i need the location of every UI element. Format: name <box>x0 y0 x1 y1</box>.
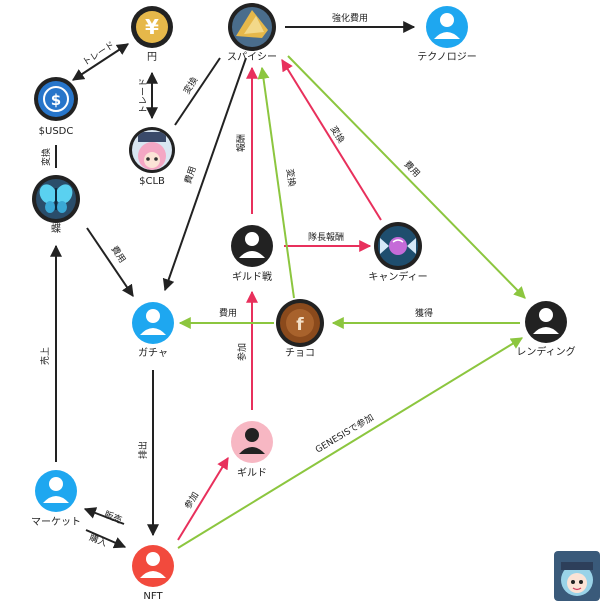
svg-text:$: $ <box>51 91 61 109</box>
edge-label-guild-candy: 隊長報酬 <box>308 231 344 243</box>
edge-label-yen-clb: トレード <box>139 78 149 114</box>
node-clb[interactable]: $CLB <box>129 127 175 187</box>
edge-candy-spicy <box>281 58 382 221</box>
edge-nft-market <box>85 529 127 549</box>
edge-label-lending-choco: 獲得 <box>415 307 433 319</box>
svg-text:¥: ¥ <box>145 15 159 39</box>
edge-market-nft <box>83 507 125 525</box>
edge-clb-spicy <box>174 57 221 126</box>
node-label-technology: テクノロジー <box>417 51 476 63</box>
edge-choco-spicy <box>257 66 295 299</box>
edge-nft-guild <box>177 456 229 541</box>
node-label-usdc: $USDC <box>39 126 74 137</box>
edge-spicy-lending <box>287 55 526 299</box>
edge-label-candy-spicy: 変換 <box>328 124 348 146</box>
edge-label-guild-spicy: 報酬 <box>236 134 247 152</box>
edge-label-choco-gacha: 費用 <box>219 307 237 319</box>
edge-label-market-butterfly: 売上 <box>39 347 51 365</box>
node-label-clb: $CLB <box>139 176 165 187</box>
node-label-nft: NFT <box>143 591 163 602</box>
edges <box>50 21 526 549</box>
node-label-choco: チョコ <box>285 347 315 359</box>
svg-text:f: f <box>296 315 304 335</box>
node-label-guild-battle: ギルド戦 <box>232 270 272 283</box>
edge-label-choco-spicy: 変換 <box>284 168 298 188</box>
node-label-yen: 円 <box>147 52 157 63</box>
node-usdc[interactable]: $ $USDC <box>34 77 78 137</box>
edge-label-guildnode-guildbattle: 参加 <box>236 343 248 361</box>
edge-label-spicy-tech: 強化費用 <box>332 12 368 24</box>
node-market[interactable]: マーケット <box>31 470 81 528</box>
node-label-market: マーケット <box>31 516 81 528</box>
edge-label-usdc-butterfly: 変換 <box>40 148 52 166</box>
node-label-butterfly: 蝶 <box>51 222 61 235</box>
edge-spicy-gacha <box>162 57 247 292</box>
brand-avatar <box>554 551 600 601</box>
node-technology[interactable]: テクノロジー <box>417 6 477 63</box>
nodes: ¥ 円 スパイシー テクノロジー $ $USDC <box>31 3 576 602</box>
node-nft[interactable]: NFT <box>132 545 174 602</box>
node-lending[interactable]: レンディング <box>516 301 576 358</box>
node-label-lending: レンディング <box>516 345 575 358</box>
edge-label-gacha-nft: 排出 <box>137 441 149 459</box>
node-spicy[interactable]: スパイシー <box>227 3 277 63</box>
node-guild-battle[interactable]: ギルド戦 <box>231 225 273 283</box>
edge-label-nft-market: 購入 <box>88 531 109 549</box>
edge-label-spicy-gacha: 費用 <box>182 165 199 186</box>
edge-label-butterfly-gacha: 費用 <box>108 243 128 265</box>
node-butterfly[interactable]: 蝶 <box>32 175 80 235</box>
node-candy[interactable]: キャンディー <box>368 222 428 283</box>
node-label-candy: キャンディー <box>368 270 427 283</box>
edge-butterfly-gacha <box>86 227 134 297</box>
node-gacha[interactable]: ガチャ <box>132 302 174 359</box>
node-guild[interactable]: ギルド <box>231 421 273 479</box>
edge-yen-usdc <box>71 43 130 81</box>
node-choco[interactable]: f チョコ <box>276 299 324 359</box>
node-yen[interactable]: ¥ 円 <box>131 6 173 63</box>
edge-nft-lending <box>177 337 524 549</box>
node-label-gacha: ガチャ <box>138 347 168 359</box>
node-label-guild: ギルド <box>237 467 267 479</box>
node-label-spicy: スパイシー <box>227 51 277 63</box>
